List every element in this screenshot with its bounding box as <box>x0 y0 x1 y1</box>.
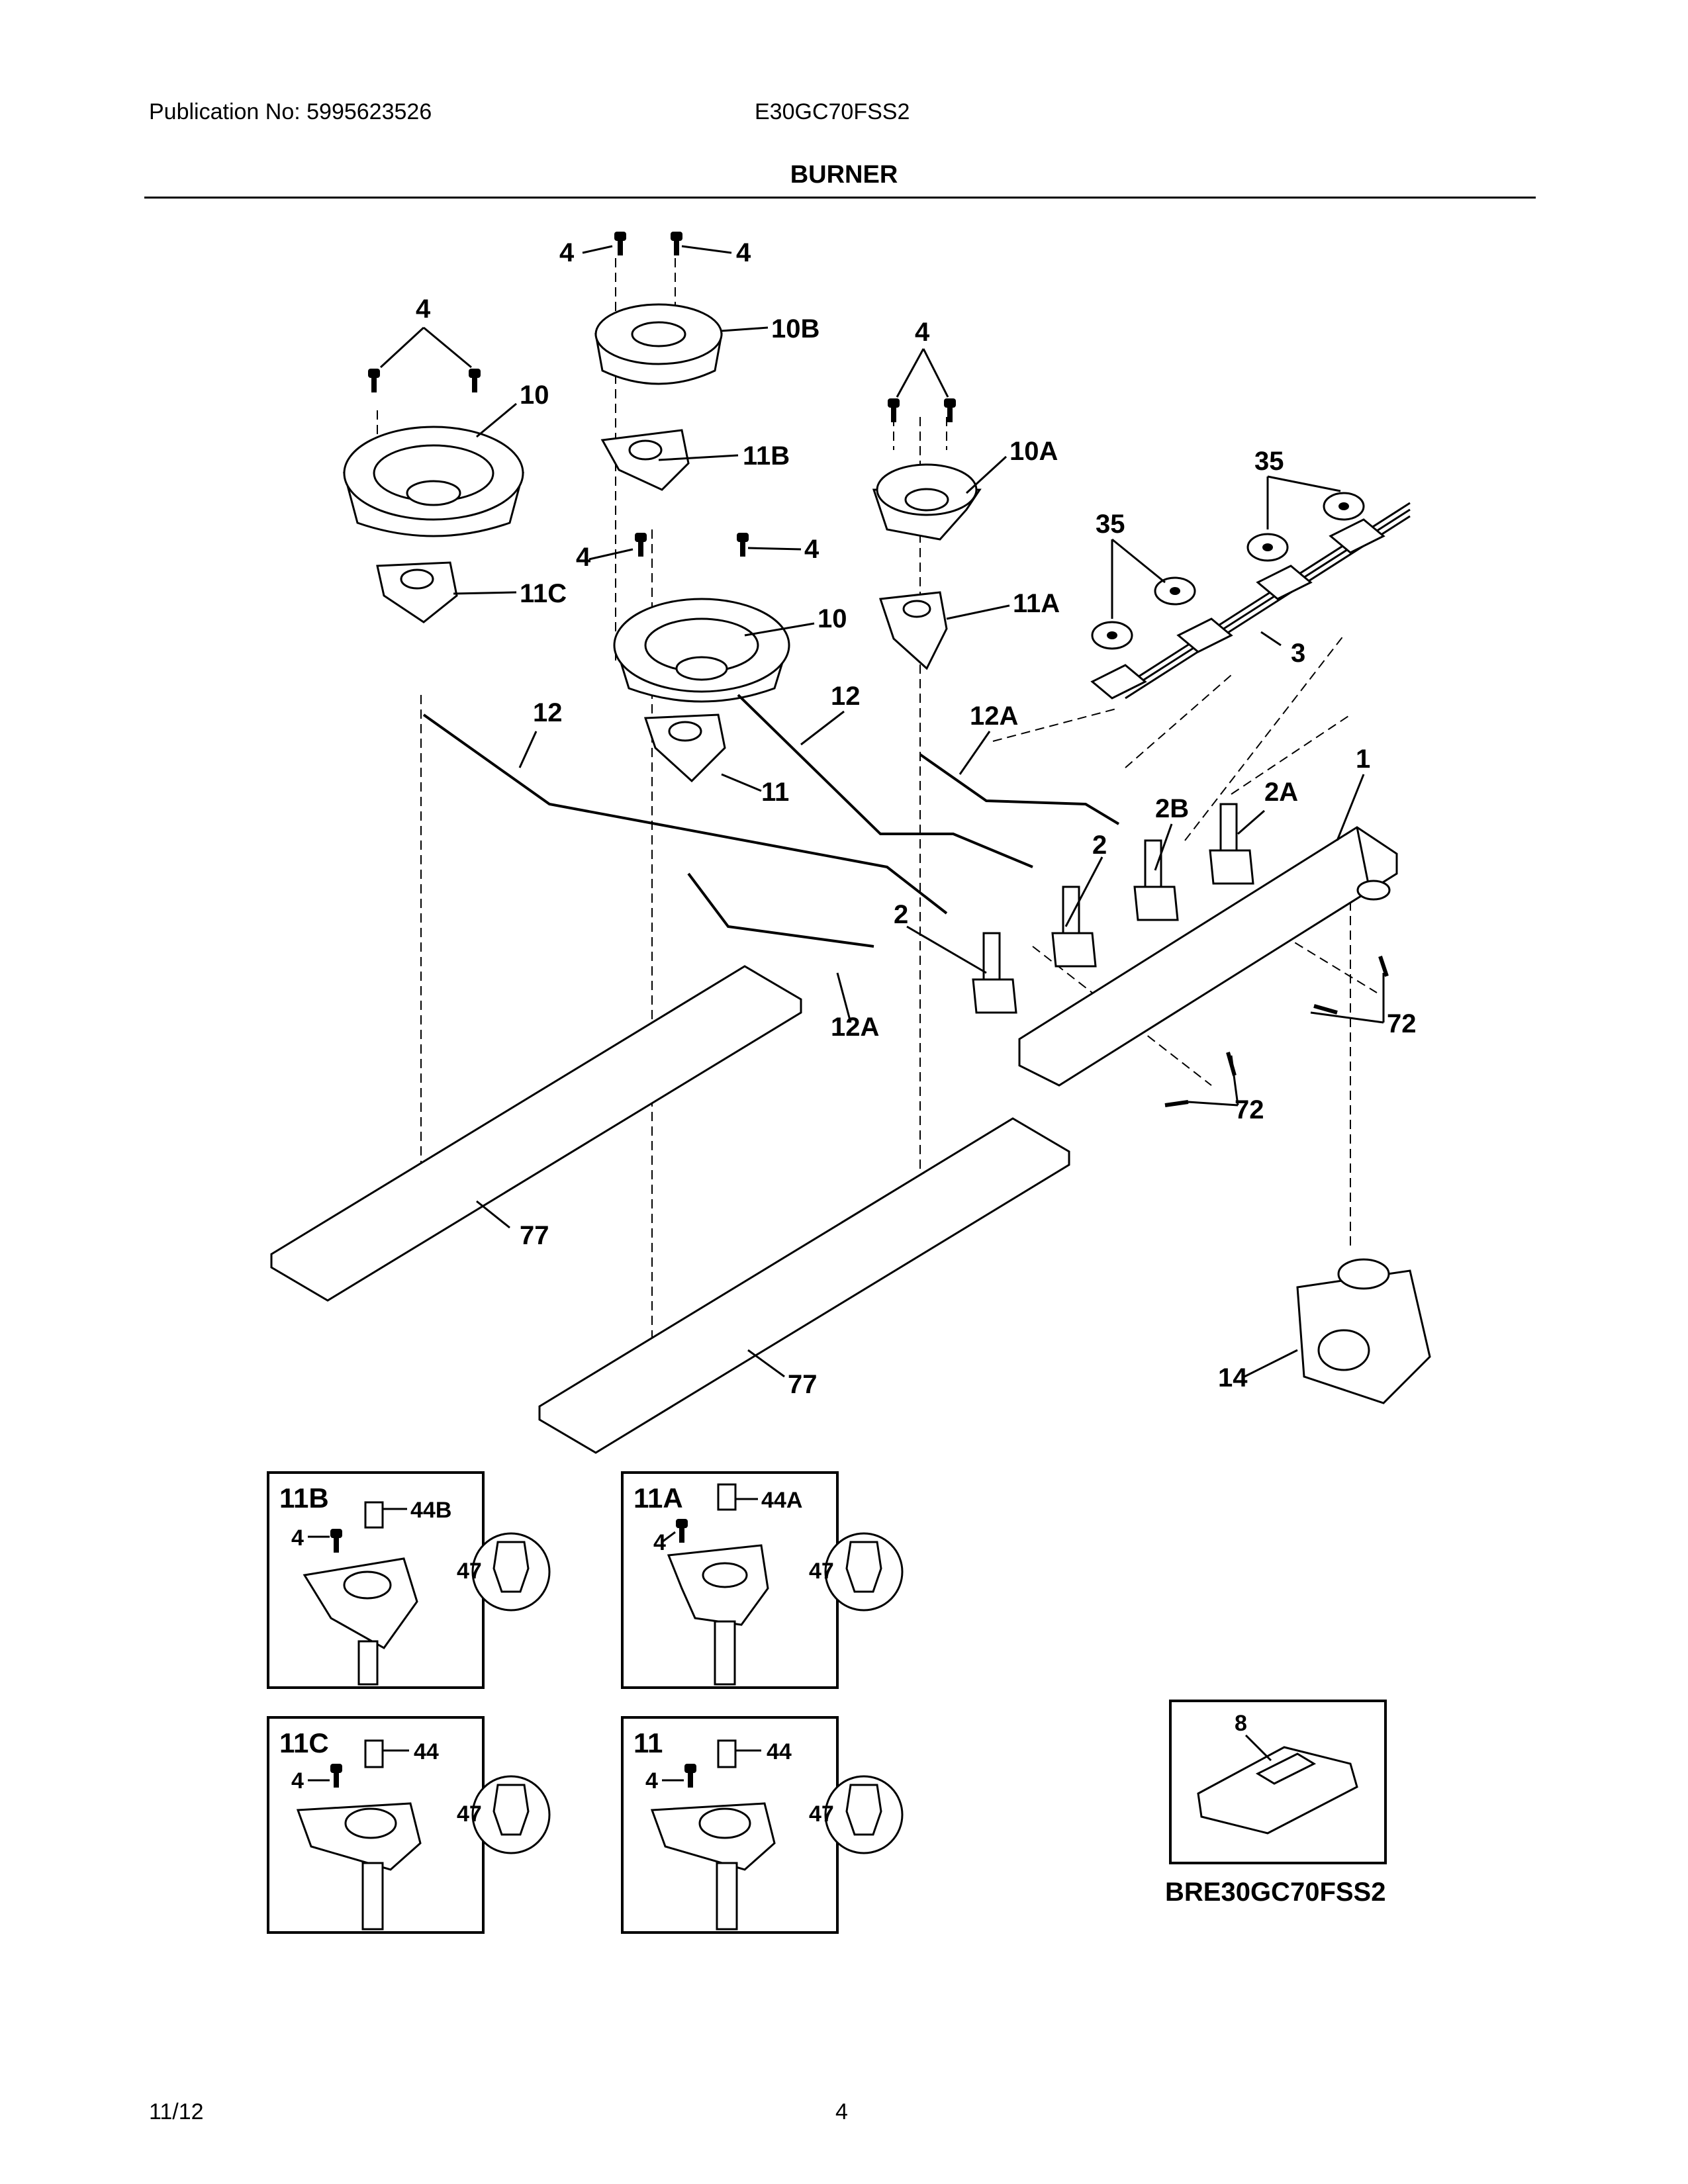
callout-47: 47 <box>809 1801 834 1827</box>
callout-10B: 10B <box>771 314 820 343</box>
inset-11A: 11A 44A 4 47 <box>621 1471 904 1689</box>
burner-cap-10-left <box>343 426 524 537</box>
callout-12A: 12A <box>831 1013 879 1042</box>
callout-4: 4 <box>736 238 751 267</box>
callout-4: 4 <box>416 295 431 324</box>
burner-tubes <box>422 694 1120 948</box>
callout-4: 4 <box>291 1525 304 1551</box>
callout-44: 44 <box>414 1739 439 1764</box>
model-number: E30GC70FSS2 <box>755 99 910 124</box>
spark-module-box: 8 <box>1169 1700 1387 1864</box>
inset-code-11A: 11A <box>633 1482 683 1514</box>
header-rule <box>144 197 1536 199</box>
callout-11A: 11A <box>1013 589 1060 618</box>
callout-4: 4 <box>576 543 591 572</box>
callout-1: 1 <box>1356 745 1370 774</box>
pressure-regulator-14 <box>1296 1258 1431 1404</box>
inset-code-11: 11 <box>633 1727 663 1758</box>
inset-11B: 11B 44B 4 47 <box>267 1471 551 1689</box>
inset-11C: 11C 44 4 47 <box>267 1716 551 1934</box>
inset-code-11B: 11B <box>279 1482 329 1514</box>
callout-10: 10 <box>818 604 847 633</box>
burner-cap-10A <box>872 463 982 541</box>
callout-11B: 11B <box>743 441 790 471</box>
callout-47: 47 <box>809 1559 834 1584</box>
callout-10: 10 <box>520 381 549 410</box>
callout-44B: 44B <box>410 1498 451 1523</box>
callout-2B: 2B <box>1155 794 1189 823</box>
callout-12: 12 <box>831 682 861 711</box>
variant-model-label: BRE30GC70FSS2 <box>1165 1878 1385 1907</box>
callout-44A: 44A <box>761 1488 802 1513</box>
callout-47: 47 <box>457 1801 482 1827</box>
burner-base-parts <box>376 429 948 783</box>
page-title: BURNER <box>790 161 898 189</box>
callout-47: 47 <box>457 1559 482 1584</box>
callout-2: 2 <box>1092 831 1107 860</box>
callout-4: 4 <box>804 535 820 564</box>
callout-4: 4 <box>291 1768 304 1794</box>
callout-4: 4 <box>653 1530 666 1555</box>
mounting-bracket-77-lower <box>538 1117 1070 1454</box>
callout-77: 77 <box>520 1221 549 1250</box>
callout-2A: 2A <box>1264 778 1298 807</box>
callout-72: 72 <box>1235 1095 1264 1124</box>
callout-2: 2 <box>894 900 908 929</box>
callout-11C: 11C <box>520 579 567 608</box>
assembly-guide-lines <box>377 258 1378 1343</box>
callout-3: 3 <box>1291 639 1305 668</box>
page-number: 4 <box>835 2099 848 2124</box>
footer-date: 11/12 <box>149 2099 204 2124</box>
burner-cap-10B <box>594 303 723 385</box>
publication-number: Publication No: 5995623526 <box>149 99 432 124</box>
callout-44: 44 <box>767 1739 792 1764</box>
callout-35: 35 <box>1254 447 1284 476</box>
mounting-bracket-77-upper <box>270 965 802 1302</box>
callout-72: 72 <box>1387 1009 1417 1038</box>
burner-cap-10-center <box>613 598 790 703</box>
manifold-1 <box>1018 826 1398 1087</box>
callout-35: 35 <box>1096 510 1125 539</box>
callout-11: 11 <box>761 778 789 807</box>
callout-4: 4 <box>915 318 930 347</box>
callout-12: 12 <box>533 698 563 727</box>
callout-8: 8 <box>1235 1711 1247 1736</box>
spark-switch-harness <box>1090 502 1411 700</box>
leader-lines <box>379 245 1385 1378</box>
inset-code-11C: 11C <box>279 1727 329 1758</box>
callout-12A: 12A <box>970 702 1018 731</box>
valve-parts <box>972 803 1254 1014</box>
inset-11: 11 44 4 47 <box>621 1716 904 1934</box>
callout-77: 77 <box>788 1370 818 1399</box>
callout-10A: 10A <box>1009 437 1058 466</box>
callout-14: 14 <box>1218 1363 1248 1392</box>
callout-4: 4 <box>645 1768 658 1794</box>
callout-4: 4 <box>559 238 575 267</box>
